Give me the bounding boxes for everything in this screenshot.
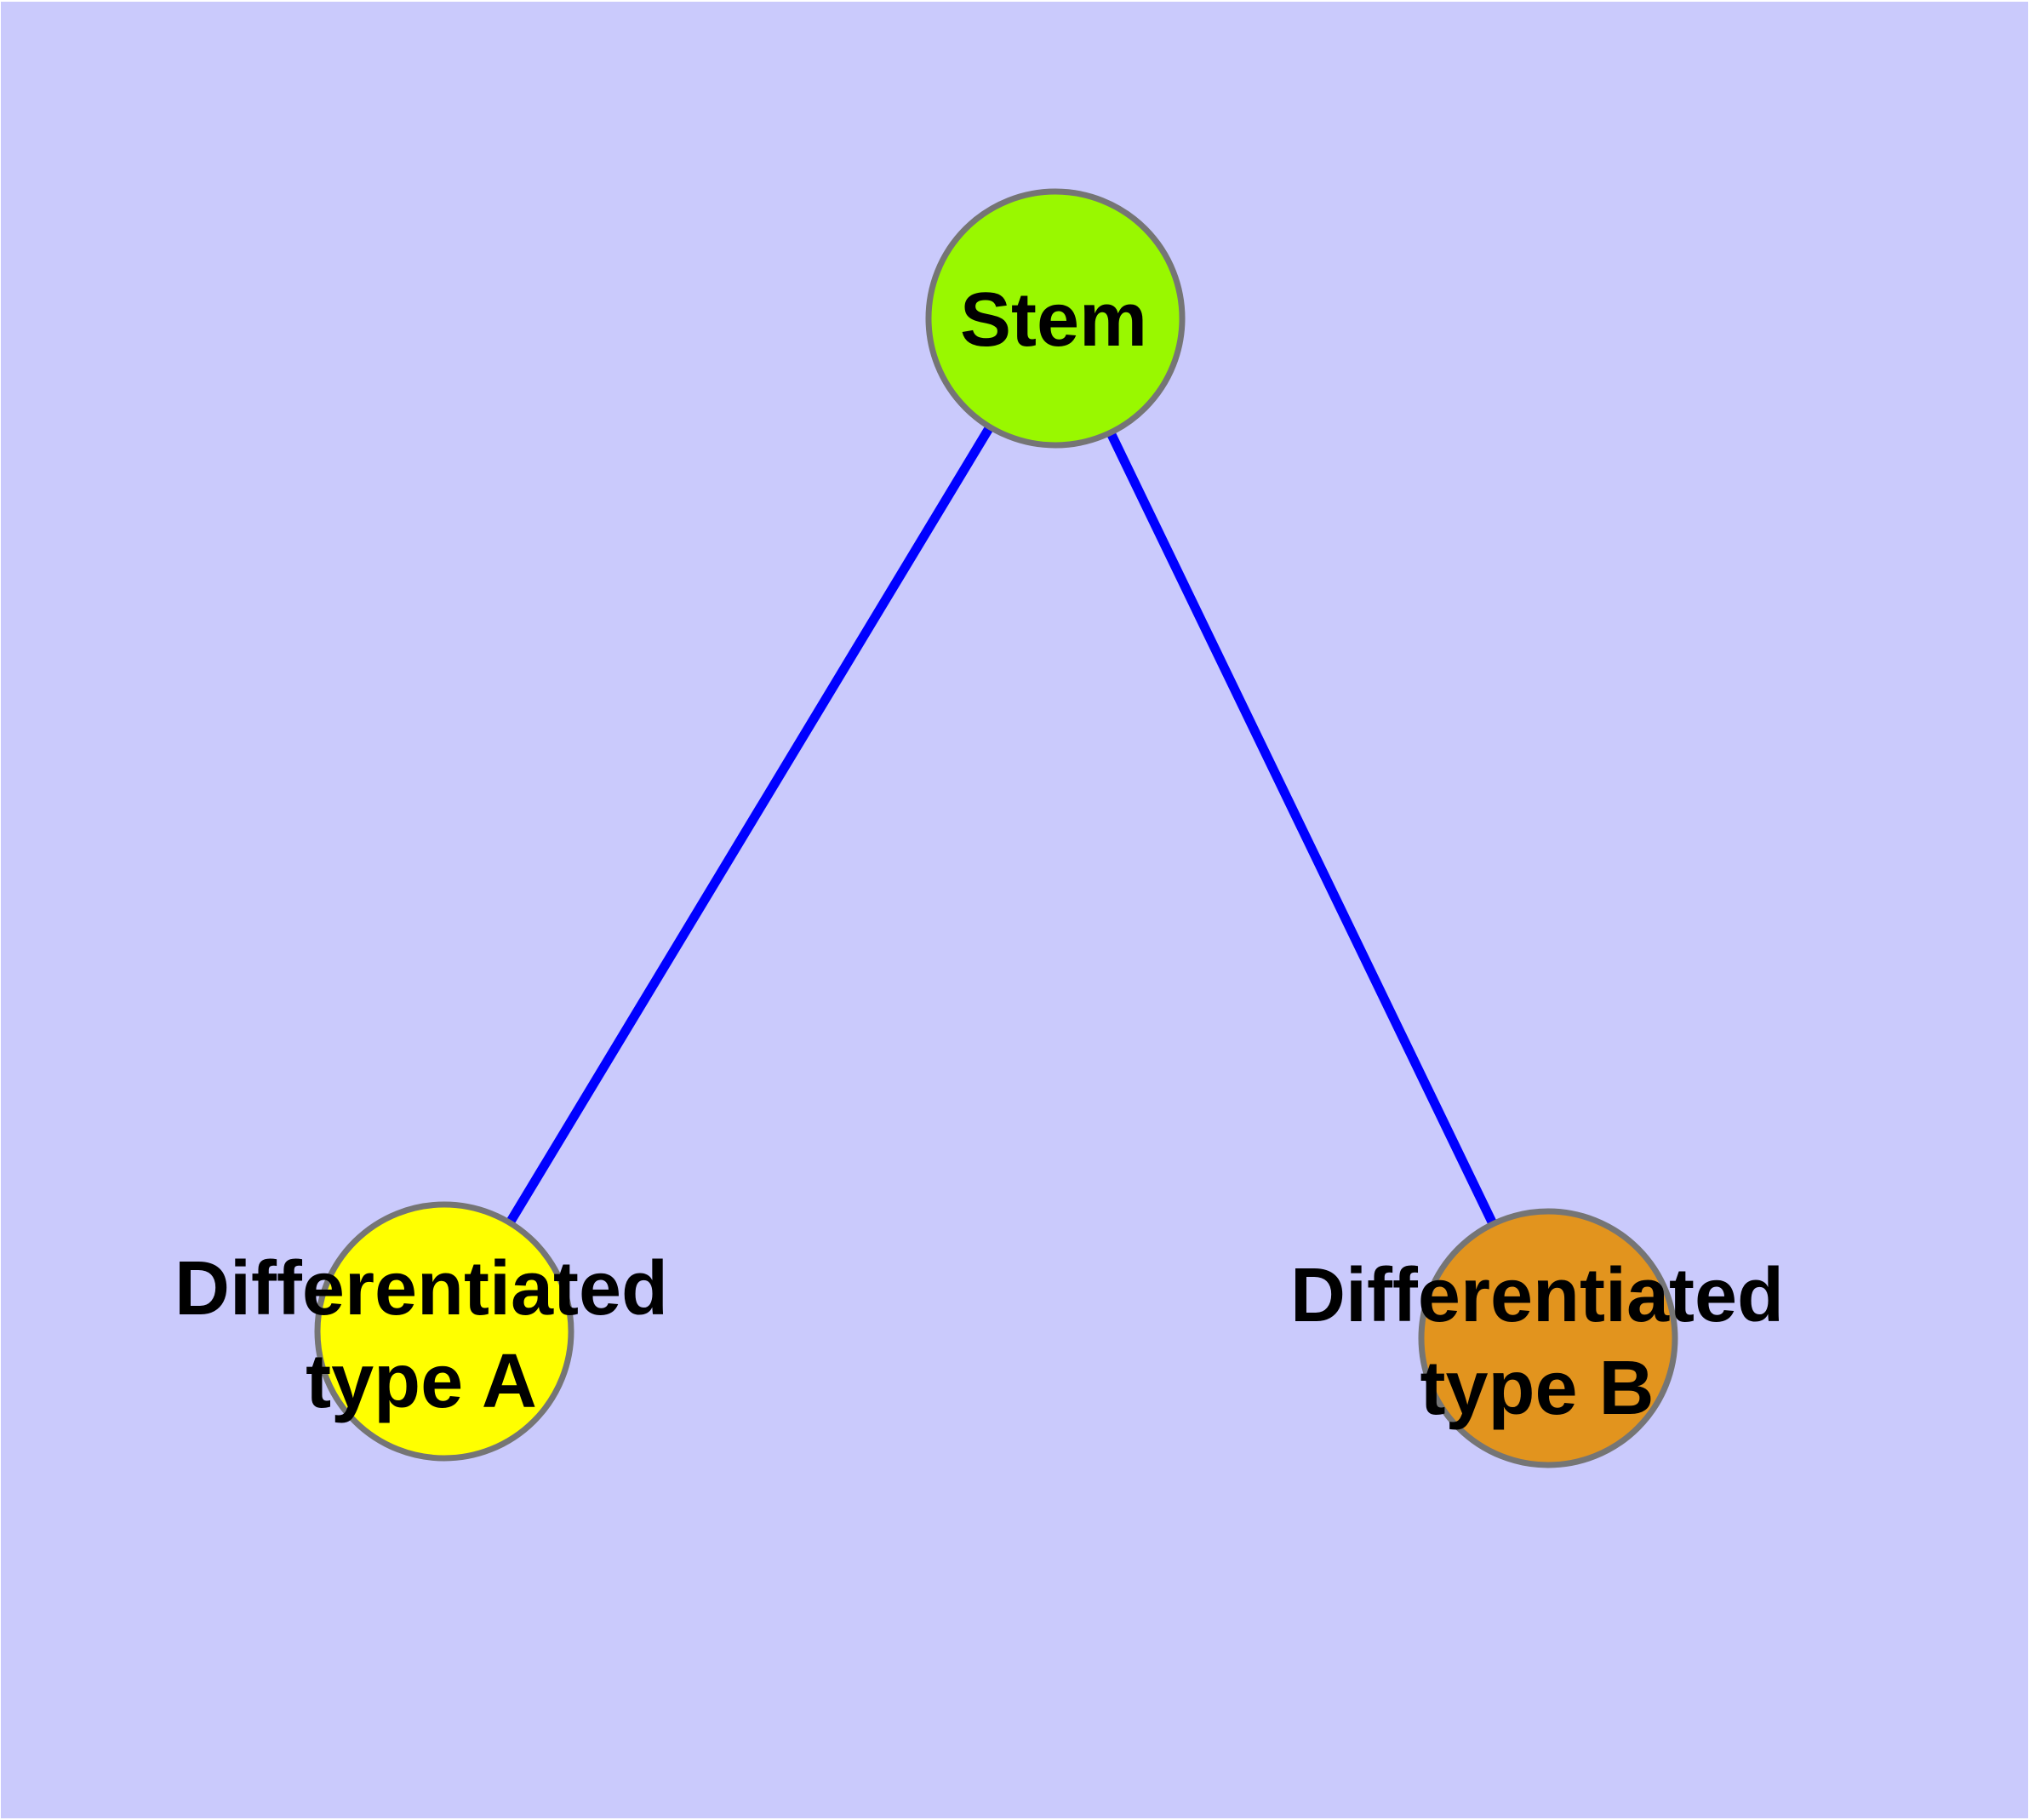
edge-stem-to-type-a [440, 316, 1060, 1334]
node-type-b-label-line1: Differentiated [1289, 1253, 1785, 1338]
node-stem-label-text: Stem [959, 278, 1148, 363]
node-type-a-label-line1: Differentiated [174, 1246, 669, 1331]
node-stem [925, 188, 1186, 449]
node-stem-label: Stem [798, 274, 1309, 367]
node-differentiated-type-a [314, 1201, 574, 1462]
node-type-b-label-line2: type B [1420, 1346, 1655, 1431]
node-type-a-label-line2: type A [306, 1339, 537, 1424]
node-type-a-label: Differentiated type A [81, 1243, 762, 1428]
node-type-b-label: Differentiated type B [1197, 1250, 1878, 1435]
node-differentiated-type-b [1418, 1208, 1678, 1468]
edge-stem-to-type-b [1051, 316, 1552, 1341]
